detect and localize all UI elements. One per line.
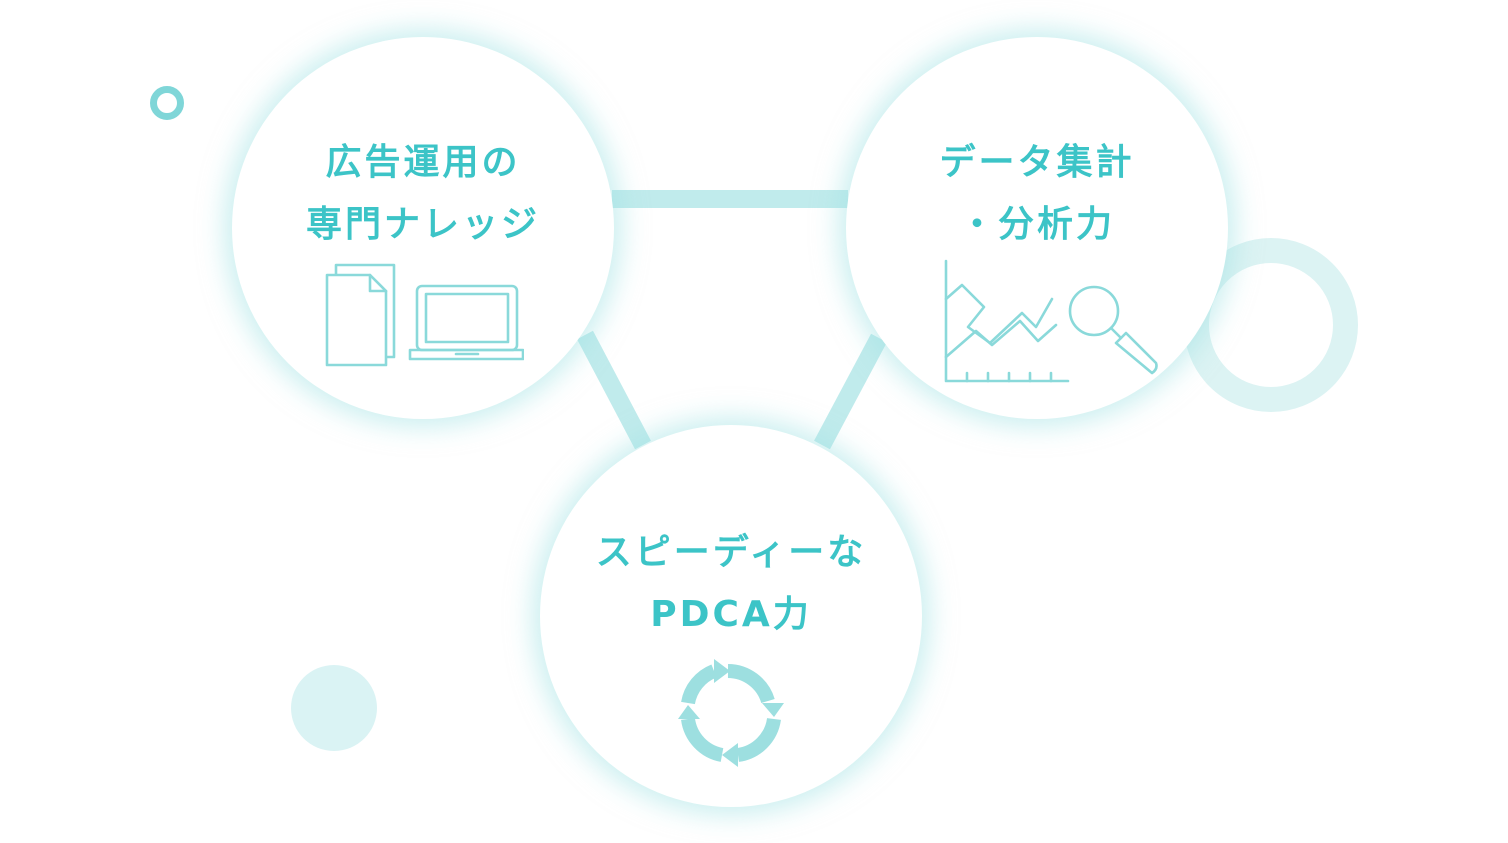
node-data-icons	[944, 259, 1164, 387]
node-ad-icons	[324, 263, 524, 369]
node-pdca-title-line2: PDCA力	[650, 594, 812, 635]
node-pdca-title-line1: スピーディーな	[595, 532, 867, 573]
node-pdca-icons	[670, 657, 792, 769]
connector-ad-pdca	[577, 330, 651, 450]
node-data-title-line2: ・分析力	[958, 204, 1115, 245]
connector-data-pdca	[814, 333, 887, 450]
node-ad-title: 広告運用の 専門ナレッジ	[232, 132, 614, 256]
cycle-arrows-icon	[678, 659, 784, 767]
node-pdca-title: スピーディーな PDCA力	[540, 522, 922, 646]
node-ad-title-line1: 広告運用の	[325, 142, 521, 183]
node-ad-title-line2: 専門ナレッジ	[305, 204, 540, 245]
document-icon	[325, 263, 396, 367]
node-pdca-speed: スピーディーな PDCA力	[540, 425, 922, 807]
magnifier-icon	[1068, 285, 1158, 375]
node-ad-knowledge: 広告運用の 専門ナレッジ	[232, 37, 614, 419]
line-chart-icon	[944, 259, 1070, 383]
small-ring-decoration	[150, 86, 184, 120]
laptop-icon	[408, 284, 524, 361]
node-data-title: データ集計 ・分析力	[846, 132, 1228, 256]
node-data-title-line1: データ集計	[939, 142, 1135, 183]
dot-decoration	[291, 665, 377, 751]
node-data-analysis: データ集計 ・分析力	[846, 37, 1228, 419]
